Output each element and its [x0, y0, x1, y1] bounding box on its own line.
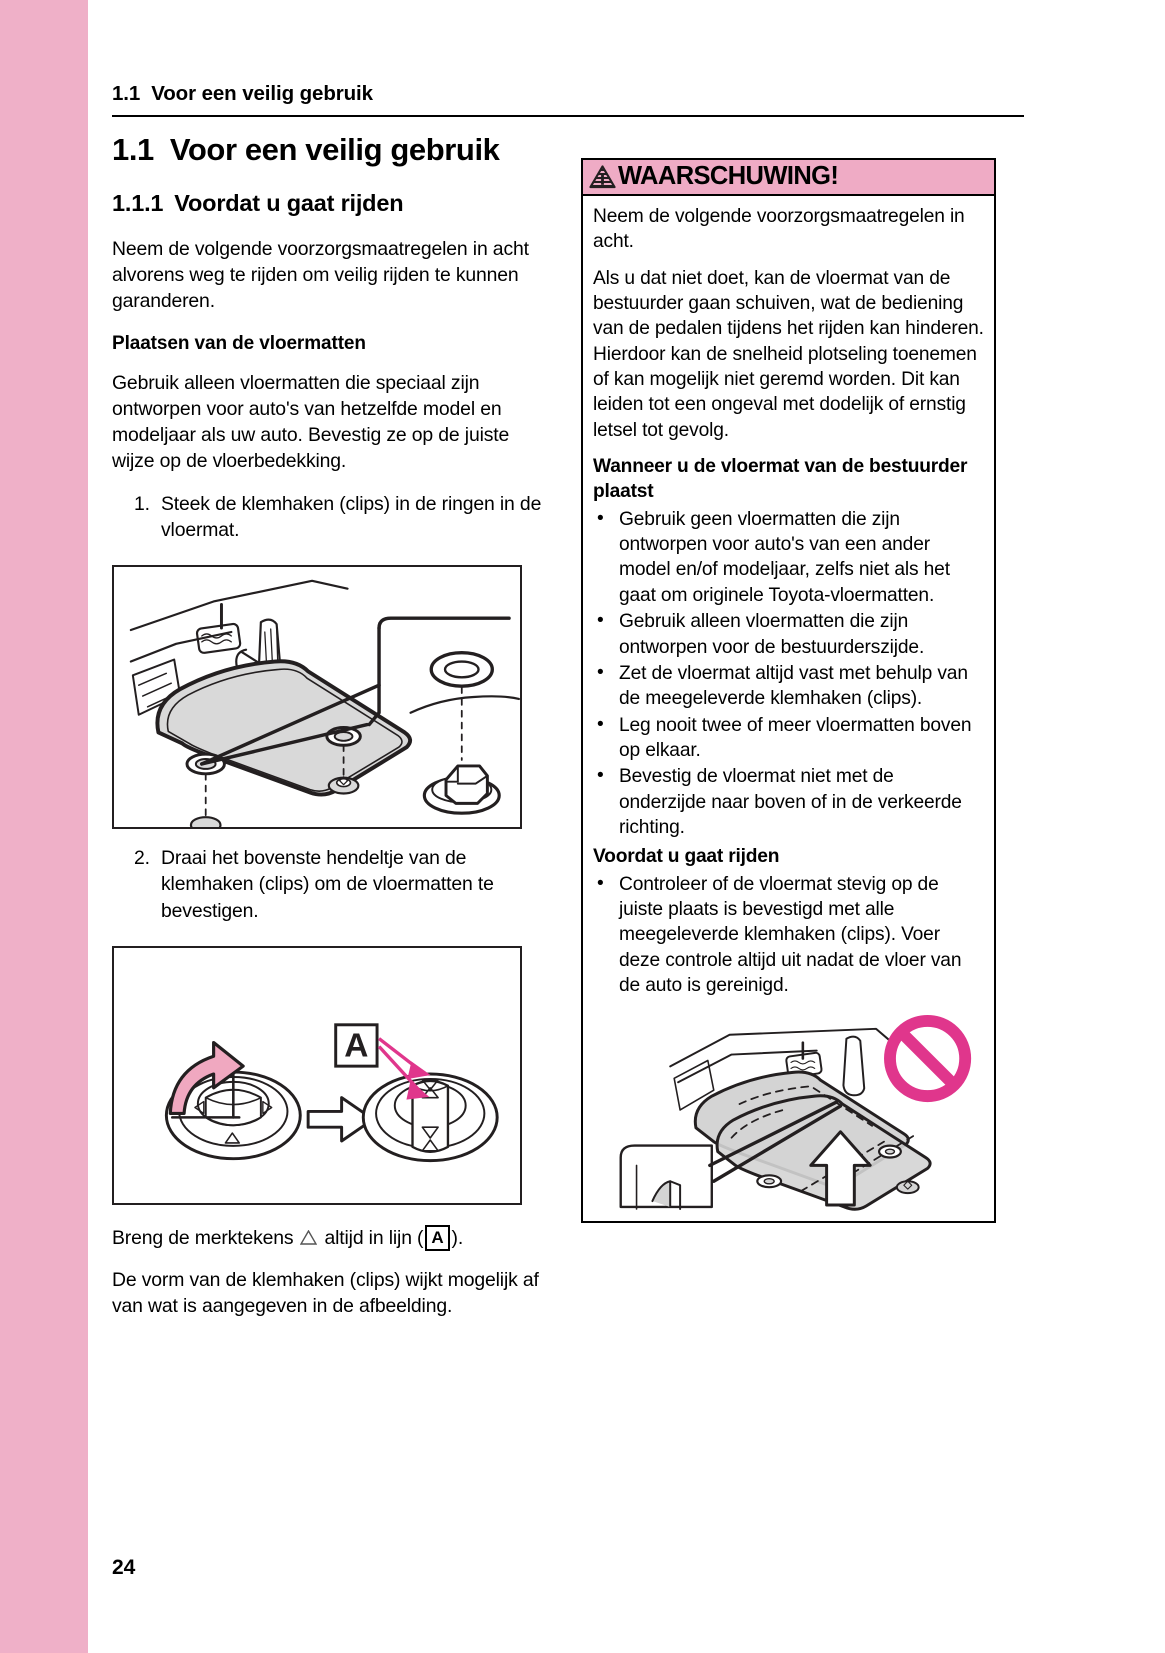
warning-bullet-list-before-driving: • Controleer of de vloermat stevig op de … — [593, 872, 984, 999]
running-head-rule — [112, 115, 1024, 117]
warning-title: WAARSCHUWING! — [618, 162, 839, 191]
running-head-title: Voor een veilig gebruik — [151, 82, 373, 105]
bullet-text: Controleer of de vloermat stevig op de j… — [619, 873, 962, 996]
section-title-text: Voordat u gaat rijden — [174, 189, 404, 216]
prohibition-sign-icon — [884, 1015, 972, 1103]
bullet-dot: • — [597, 661, 604, 683]
svg-text:A: A — [344, 1027, 368, 1064]
section-number: 1.1.1 — [112, 189, 164, 216]
list-item: 2. Draai het bovenste hendeltje van de kl… — [112, 845, 552, 923]
installation-steps-list-part2: 2. Draai het bovenste hendeltje van de kl… — [112, 845, 552, 923]
step-marker: 2. — [134, 847, 150, 870]
clip-shape-note: De vorm van de klemhaken (clips) wijkt m… — [112, 1268, 539, 1317]
bullet-dot: • — [597, 872, 604, 894]
warning-subheading-before-driving: Voordat u gaat rijden — [593, 846, 780, 868]
chapter-title: 1.1 Voor een veilig gebruik — [112, 132, 552, 168]
warning-box: WAARSCHUWING! Neem de volgende voorzorgs… — [581, 158, 996, 1224]
intro-paragraph: Neem de volgende voorzorgsmaatregelen in… — [112, 237, 529, 312]
list-item: • Bevestig de vloermat niet met de onderz… — [593, 764, 984, 840]
subheading-placing-mats: Plaatsen van de vloermatten — [112, 333, 366, 355]
bullet-text: Leg nooit twee of meer vloermatten boven… — [619, 714, 972, 761]
warning-triangle-icon — [589, 165, 616, 189]
list-item: 1. Steek de klemhaken (clips) in de ringe… — [112, 491, 552, 543]
step-marker: 1. — [134, 493, 150, 516]
bullet-text: Zet de vloermat altijd vast met behulp v… — [619, 662, 968, 710]
warning-bullet-list-placing: • Gebruik geen vloermatten die zijn ontwo… — [593, 507, 984, 840]
installation-steps-list-part1: 1. Steek de klemhaken (clips) in de ringe… — [112, 491, 552, 543]
figure-prohibited-mat-stacking — [593, 1006, 984, 1212]
floor-mat-clip-installation-illustration — [129, 580, 520, 828]
right-column: WAARSCHUWING! Neem de volgende voorzorgs… — [581, 158, 996, 1224]
warning-body: Neem de volgende voorzorgsmaatregelen in… — [583, 196, 994, 1221]
warning-header: WAARSCHUWING! — [583, 160, 994, 196]
list-item: • Zet de vloermat altijd vast met behulp … — [593, 661, 984, 712]
step-text: Draai het bovenste hendeltje van de klem… — [161, 847, 494, 922]
list-item: • Leg nooit twee of meer vloermatten bove… — [593, 713, 984, 764]
alignment-note-after: ). — [451, 1226, 464, 1249]
warning-paragraph-2: Als u dat niet doet, kan de vloermat van… — [593, 267, 984, 441]
list-item: • Gebruik alleen vloermatten die zijn ont… — [593, 609, 984, 660]
running-head: 1.1 Voor een veilig gebruik — [112, 82, 1024, 106]
section-title: 1.1.1 Voordat u gaat rijden — [112, 190, 552, 217]
left-column: 1.1 Voor een veilig gebruik 1.1.1 Voordat … — [112, 132, 552, 1336]
list-item: • Controleer of de vloermat stevig op de … — [593, 872, 984, 999]
bullet-text: Gebruik alleen vloermatten die zijn ontw… — [619, 611, 925, 658]
bullet-dot: • — [597, 765, 604, 787]
bullet-text: Bevestig de vloermat niet met de onderzi… — [619, 766, 962, 838]
running-head-number: 1.1 — [112, 82, 141, 105]
page-edge-color-bar — [0, 0, 88, 1653]
bullet-dot: • — [597, 713, 604, 735]
callout-label-a: A — [334, 1022, 379, 1068]
triangle-mark-icon — [300, 1229, 318, 1245]
page-number: 24 — [112, 1556, 136, 1579]
figure-clip-lever-rotation: A — [112, 945, 522, 1205]
alignment-note-before: Breng de merktekens — [112, 1226, 294, 1249]
chapter-number: 1.1 — [112, 132, 154, 167]
bullet-dot: • — [597, 507, 604, 529]
alignment-note-middle: altijd in lijn ( — [324, 1226, 424, 1249]
mats-description-paragraph: Gebruik alleen vloermatten die speciaal … — [112, 371, 510, 473]
prohibited-floor-mat-stacking-illustration — [619, 1015, 972, 1212]
alignment-note: Breng de merktekens altijd in lijn (A). — [112, 1224, 552, 1251]
bullet-text: Gebruik geen vloermatten die zijn ontwor… — [619, 508, 950, 606]
step-text: Steek de klemhaken (clips) in de ringen … — [161, 493, 542, 542]
bullet-dot: • — [597, 610, 604, 632]
warning-paragraph-1: Neem de volgende voorzorgsmaatregelen in… — [593, 206, 965, 253]
clip-lever-rotation-illustration: A — [164, 1022, 499, 1162]
warning-subheading-placing: Wanneer u de vloermat van de bestuurder … — [593, 456, 968, 503]
list-item: • Gebruik geen vloermatten die zijn ontwo… — [593, 507, 984, 608]
chapter-title-text: Voor een veilig gebruik — [169, 132, 500, 167]
inline-label-a: A — [425, 1224, 450, 1251]
figure-floor-mat-clip-installation — [112, 565, 522, 830]
